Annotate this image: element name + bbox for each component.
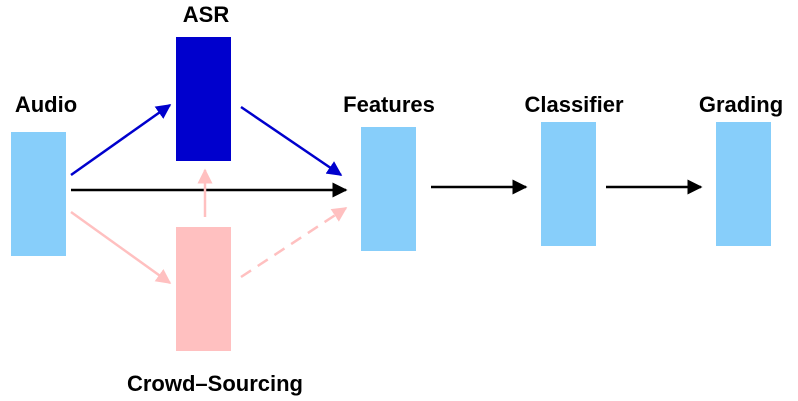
crowd-sourcing-box [176,227,231,351]
audio-box [11,132,66,256]
classifier-label: Classifier [524,92,623,117]
audio-label: Audio [15,92,77,117]
arrow-audio-to-asr [70,103,172,177]
asr-box [176,37,231,161]
asr-label: ASR [183,2,230,27]
grading-box [716,122,771,246]
features-box [361,127,416,251]
arrow-asr-to-features [240,105,343,177]
arrow-audio-to-crowd [70,210,172,285]
crowd-sourcing-label: Crowd–Sourcing [127,371,303,396]
grading-label: Grading [699,92,783,117]
classifier-box [541,122,596,246]
features-label: Features [343,92,435,117]
arrow-crowd-to-features-dashed [240,206,348,279]
